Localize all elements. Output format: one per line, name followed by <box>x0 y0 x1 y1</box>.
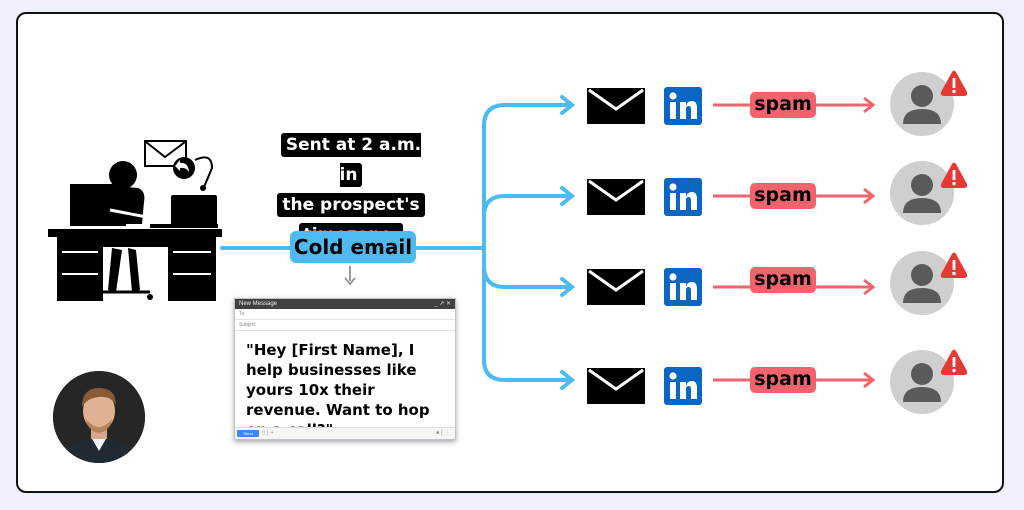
subject-field: Subject <box>235 320 455 331</box>
envelope-icon <box>585 177 647 217</box>
trash-icon: ■ │ ⋮ <box>436 430 450 436</box>
window-controls-icon: _ ↗ ✕ <box>434 301 451 307</box>
envelope-icon <box>585 86 647 126</box>
spam-label-3: spam <box>750 267 816 293</box>
email-body: "Hey [First Name], I help businesses lik… <box>246 341 430 439</box>
linkedin-icon <box>664 268 702 306</box>
send-button: Send <box>237 430 259 437</box>
flow-lines <box>220 95 576 390</box>
email-compose-window: New Message _ ↗ ✕ To Subject "Hey [First… <box>234 298 456 440</box>
spam-label-1: spam <box>750 92 816 118</box>
spam-label-2: spam <box>750 183 816 209</box>
timing-note-line-1: Sent at 2 a.m. in <box>280 133 422 187</box>
timing-note-line-2: the prospect's <box>277 193 425 217</box>
email-window-title: New Message <box>239 301 278 307</box>
person-at-desk-illustration <box>48 140 222 301</box>
to-field: To <box>235 309 455 320</box>
email-window-titlebar: New Message _ ↗ ✕ <box>235 299 455 309</box>
down-arrow-icon <box>344 266 356 286</box>
user-avatar-icon <box>890 251 954 315</box>
user-avatar-icon <box>890 72 954 136</box>
envelope-icon <box>585 366 647 406</box>
linkedin-icon <box>664 178 702 216</box>
envelope-reply-icon <box>144 140 214 191</box>
linkedin-icon <box>664 367 702 405</box>
linkedin-icon <box>664 87 702 125</box>
user-avatar-icon <box>890 161 954 225</box>
cold-email-label: Cold email <box>290 231 416 263</box>
attach-icon: ▯ │ + <box>262 430 274 436</box>
envelope-icon <box>585 267 647 307</box>
author-headshot <box>53 371 145 463</box>
spam-label-4: spam <box>750 367 816 393</box>
email-toolbar: Send ▯ │ + ■ │ ⋮ <box>235 427 455 439</box>
user-avatar-icon <box>890 350 954 414</box>
